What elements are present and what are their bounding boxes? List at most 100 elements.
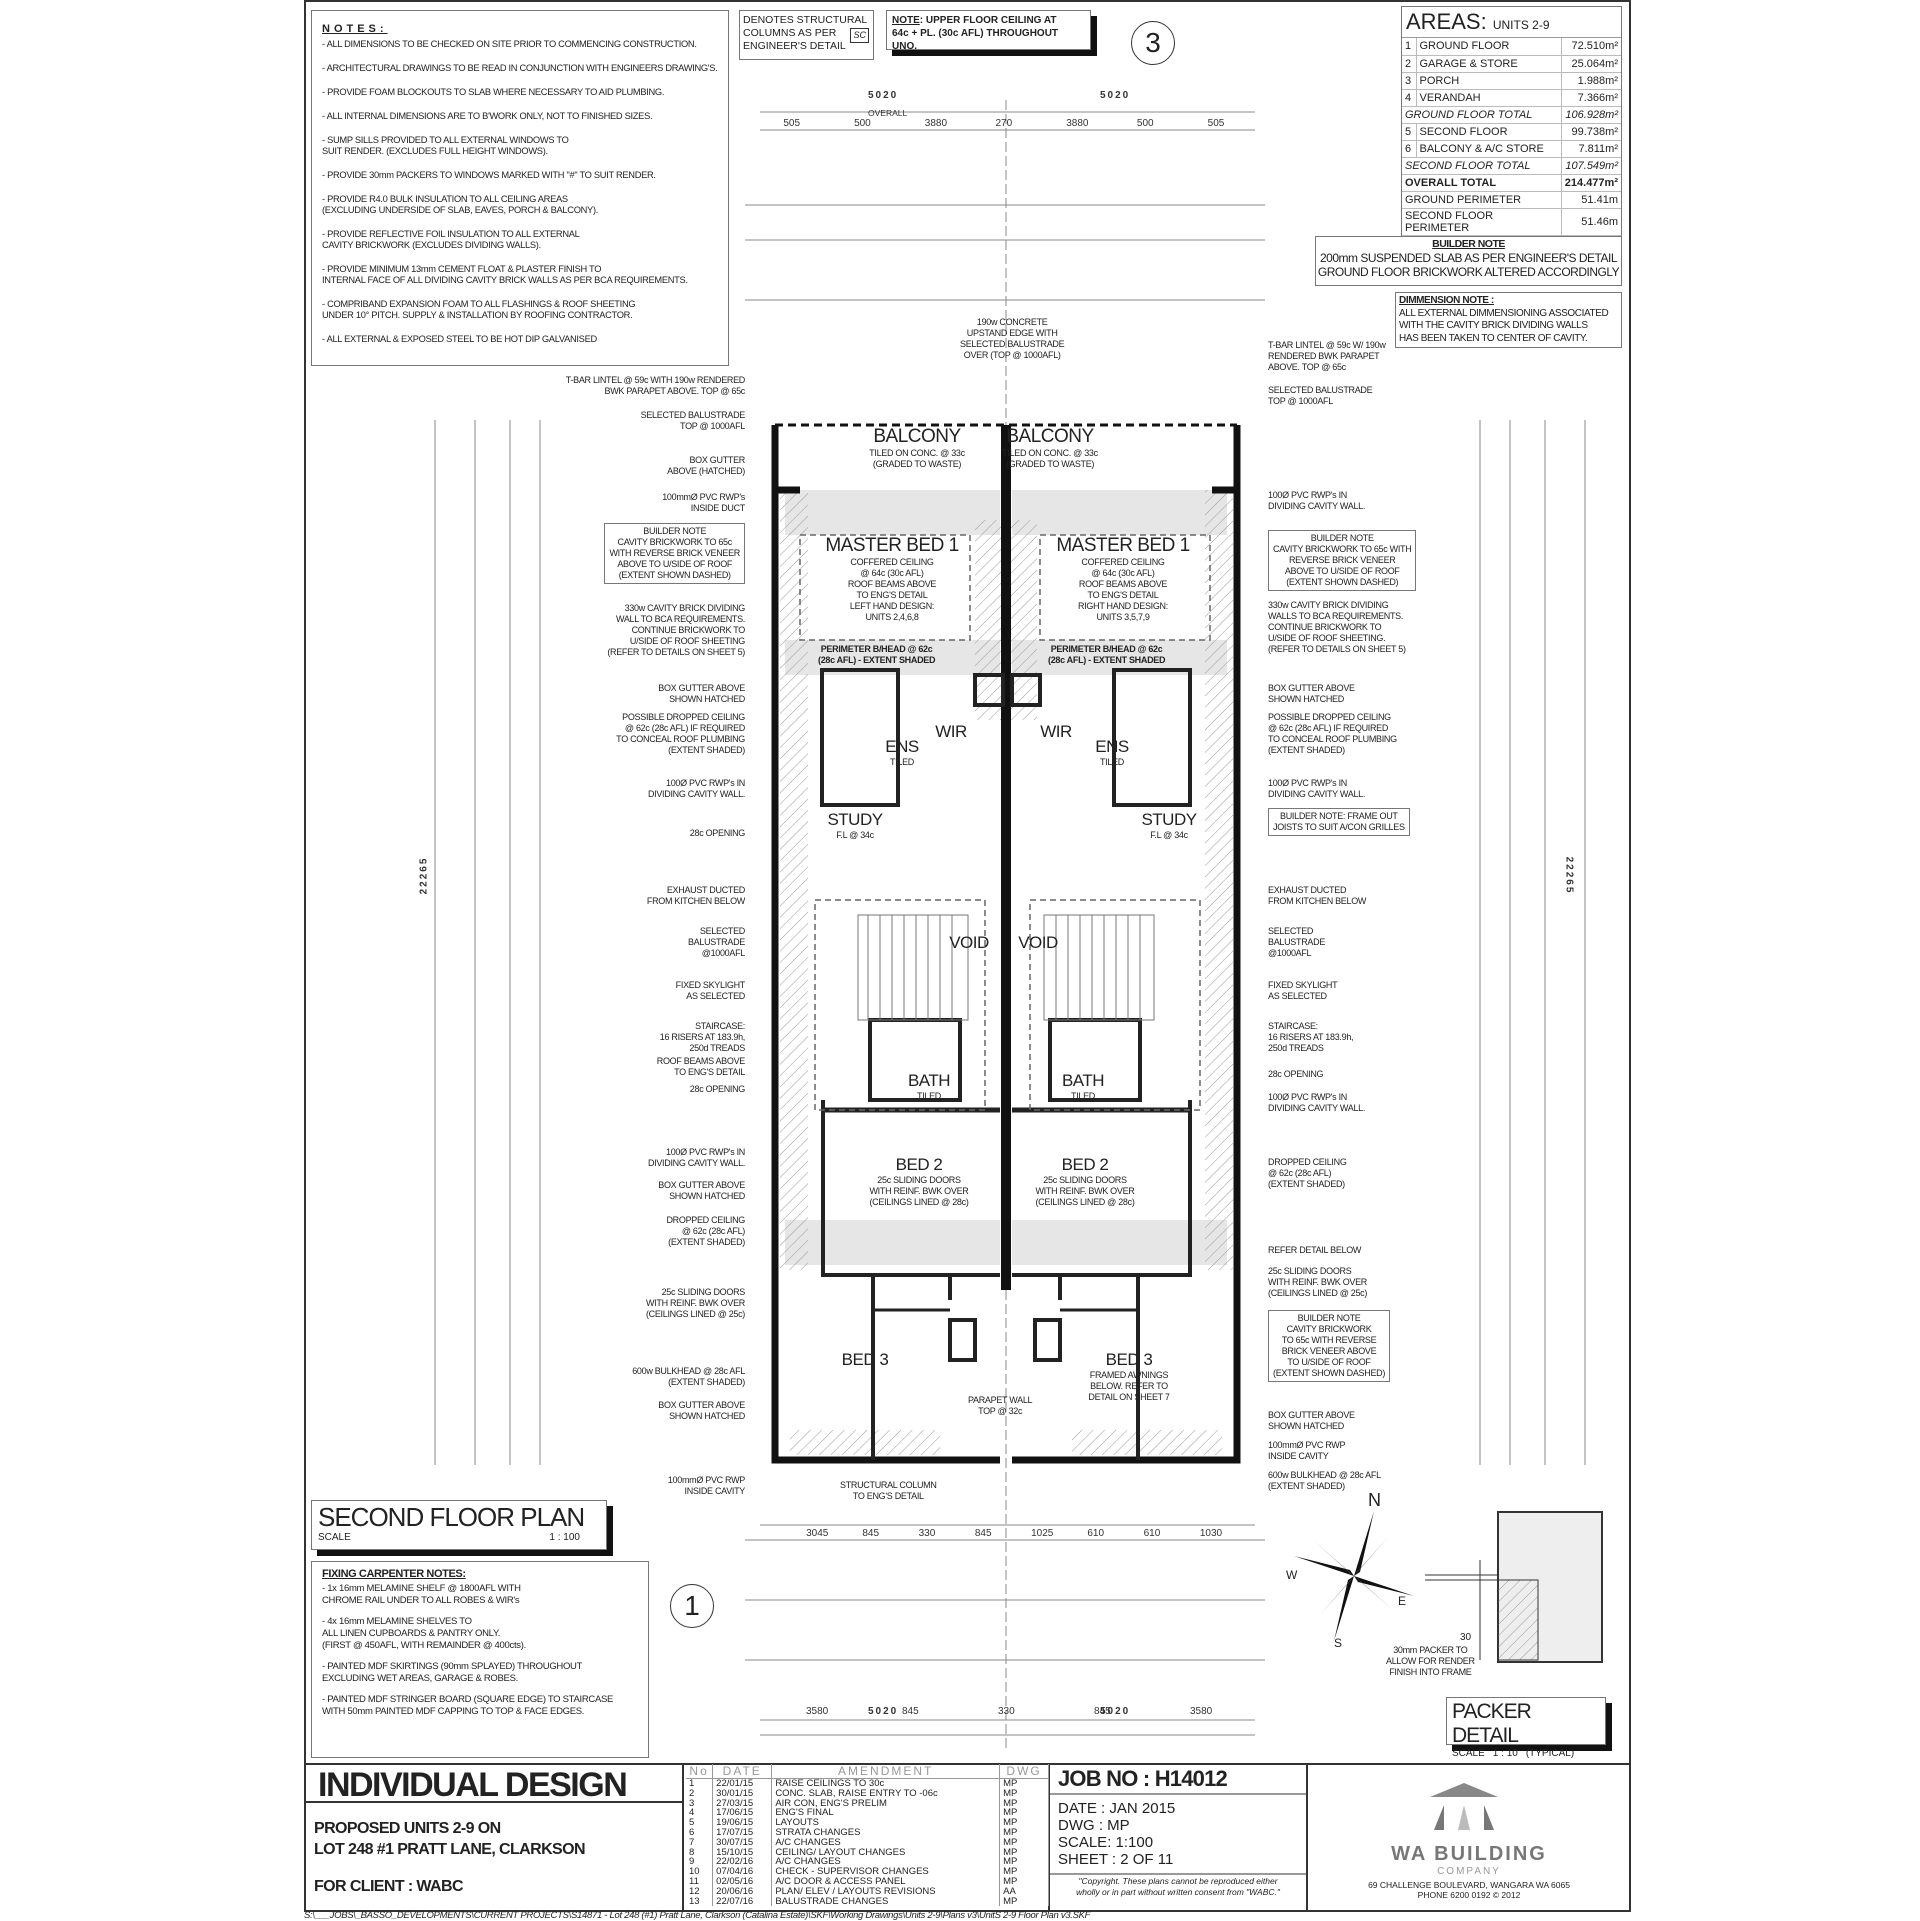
room-note: FRAMED AWNINGS BELOW. REFER TO DETAIL ON… <box>1088 1370 1170 1402</box>
annotation: BOX GUTTER ABOVE SHOWN HATCHED <box>658 683 745 704</box>
amendment-header: No <box>686 1764 714 1779</box>
areas-title: AREAS: <box>1406 9 1487 34</box>
packer-title: PACKER DETAIL <box>1452 1700 1532 1747</box>
annotation: 28c OPENING <box>689 1084 746 1094</box>
dimension-value: 500 <box>1136 118 1154 129</box>
ceiling-note: NOTE: UPPER FLOOR CEILING AT 64c + PL. (… <box>886 10 1091 52</box>
amendment-text: CONC. SLAB, RAISE ENTRY TO -06c <box>771 1788 1001 1799</box>
bulkhead-note-right: PERIMETER B/HEAD @ 62c (28c AFL) - EXTEN… <box>1048 644 1166 665</box>
room-name: WIR <box>935 722 967 741</box>
packer-scale: 1 : 10 <box>1492 1748 1518 1759</box>
amendment-date: 22/02/16 <box>712 1857 773 1868</box>
annotation: BOX GUTTER ABOVE (HATCHED) <box>667 455 745 476</box>
job-number: JOB NO : H14012 <box>1058 1766 1228 1791</box>
section-marker-1: 1 <box>670 1584 714 1628</box>
dimension-value: 845 <box>902 1706 919 1717</box>
amendment-drawn-by: MP <box>999 1867 1049 1877</box>
annotation: 330w CAVITY BRICK DIVIDING WALLS TO BCA … <box>1268 600 1406 654</box>
note-item: - PROVIDE MINIMUM 13mm CEMENT FLOAT & PL… <box>322 264 688 285</box>
area-value: 1.988m² <box>1560 72 1621 90</box>
area-value: 107.549m² <box>1560 157 1621 175</box>
room-name: BED 3 <box>1105 1350 1153 1369</box>
room-name: STUDY <box>827 810 883 829</box>
amendment-number: 11 <box>686 1877 714 1887</box>
dimension-value: 330 <box>998 1706 1015 1717</box>
annotation: POSSIBLE DROPPED CEILING @ 62c (28c AFL)… <box>616 712 745 755</box>
annotation: REFER DETAIL BELOW <box>1268 1245 1362 1255</box>
builder-note-callout: BUILDER NOTE CAVITY BRICKWORK TO 65c WIT… <box>1268 1310 1391 1382</box>
area-label: GROUND PERIMETER <box>1402 191 1562 209</box>
packer-scale-label: SCALE <box>1452 1748 1485 1759</box>
area-value: 99.738m² <box>1560 123 1621 141</box>
room-name: BATH <box>1061 1071 1105 1090</box>
annotation: EXHAUST DUCTED FROM KITCHEN BELOW <box>1268 885 1367 906</box>
packer-dim: 30 <box>1460 1632 1472 1643</box>
amendment-drawn-by: AA <box>999 1886 1049 1897</box>
dimension-value: 845 <box>974 1528 992 1539</box>
dimension-value: 330 <box>918 1528 936 1539</box>
file-path: S:\___JOBS\_BASSO_DEVELOPMENTS\CURRENT P… <box>304 1910 1091 1921</box>
area-label: GROUND FLOOR <box>1416 38 1562 56</box>
note-item: - PROVIDE REFLECTIVE FOIL INSULATION TO … <box>322 229 580 250</box>
company-sub: COMPANY <box>1437 1866 1501 1877</box>
note-item: - ALL INTERNAL DIMENSIONS ARE TO B'WORK … <box>322 111 653 121</box>
plan-title: SECOND FLOOR PLAN <box>318 1502 585 1532</box>
area-value: 214.477m² <box>1560 174 1621 192</box>
annotation: FIXED SKYLIGHT AS SELECTED <box>675 980 746 1001</box>
annotation: 100mmØ PVC RWP INSIDE CAVITY <box>1268 1440 1346 1461</box>
room-name: MASTER BED 1 <box>1056 535 1190 556</box>
room-left-bed-3: BED 3 <box>842 1350 912 1370</box>
note-item: - ARCHITECTURAL DRAWINGS TO BE READ IN C… <box>322 63 718 73</box>
amendment-drawn-by: MP <box>999 1808 1049 1819</box>
area-number: 1 <box>1402 38 1417 56</box>
area-label: SECOND FLOOR PERIMETER <box>1402 208 1562 236</box>
annotation: SELECTED BALUSTRADE TOP @ 1000AFL <box>640 410 746 431</box>
amendment-text: PLAN/ ELEV / LAYOUTS REVISIONS <box>771 1886 1001 1897</box>
upstand-note: 190w CONCRETE UPSTAND EDGE WITH SELECTED… <box>960 317 1065 360</box>
annotation: SELECTED BALUSTRADE @1000AFL <box>687 926 745 958</box>
carpenter-note-item: - PAINTED MDF SKIRTINGS (90mm SPLAYED) T… <box>322 1661 583 1684</box>
dimension-value: 505 <box>783 118 801 129</box>
annotation: T-BAR LINTEL @ 59c WITH 190w RENDERED BW… <box>565 375 746 396</box>
amendment-number: 6 <box>686 1828 714 1838</box>
structural-column-note: STRUCTURAL COLUMN TO ENG'S DETAIL <box>840 1480 937 1501</box>
legend-text: DENOTES STRUCTURAL COLUMNS AS PER ENGINE… <box>743 14 868 52</box>
room-name: STUDY <box>1141 810 1197 829</box>
amendment-drawn-by: MP <box>999 1857 1049 1868</box>
annotation: SELECTED BALUSTRADE @1000AFL <box>1268 926 1326 958</box>
amendment-date: 19/06/15 <box>712 1818 773 1828</box>
area-value: 51.46m <box>1560 208 1621 236</box>
amendment-date: 17/07/15 <box>712 1828 773 1838</box>
compass-west: W <box>1286 1568 1298 1582</box>
note-item: - PROVIDE R4.0 BULK INSULATION TO ALL CE… <box>322 194 599 215</box>
room-note: COFFERED CEILING @ 64c (30c AFL) ROOF BE… <box>1078 557 1168 622</box>
amendment-date: 02/05/16 <box>712 1877 773 1887</box>
packer-typical: (TYPICAL) <box>1525 1748 1575 1759</box>
client-name: FOR CLIENT : WABC <box>314 1878 464 1895</box>
amendment-number: 5 <box>686 1818 714 1828</box>
amendment-header: DWG <box>999 1764 1049 1779</box>
scale-value: 1 : 100 <box>549 1532 580 1543</box>
area-label: OVERALL TOTAL <box>1402 174 1562 192</box>
date: DATE : JAN 2015 <box>1058 1800 1176 1817</box>
area-number: 6 <box>1402 140 1417 158</box>
annotation: 28c OPENING <box>689 828 746 838</box>
builder-note-text: 200mm SUSPENDED SLAB AS PER ENGINEER'S D… <box>1317 251 1620 279</box>
